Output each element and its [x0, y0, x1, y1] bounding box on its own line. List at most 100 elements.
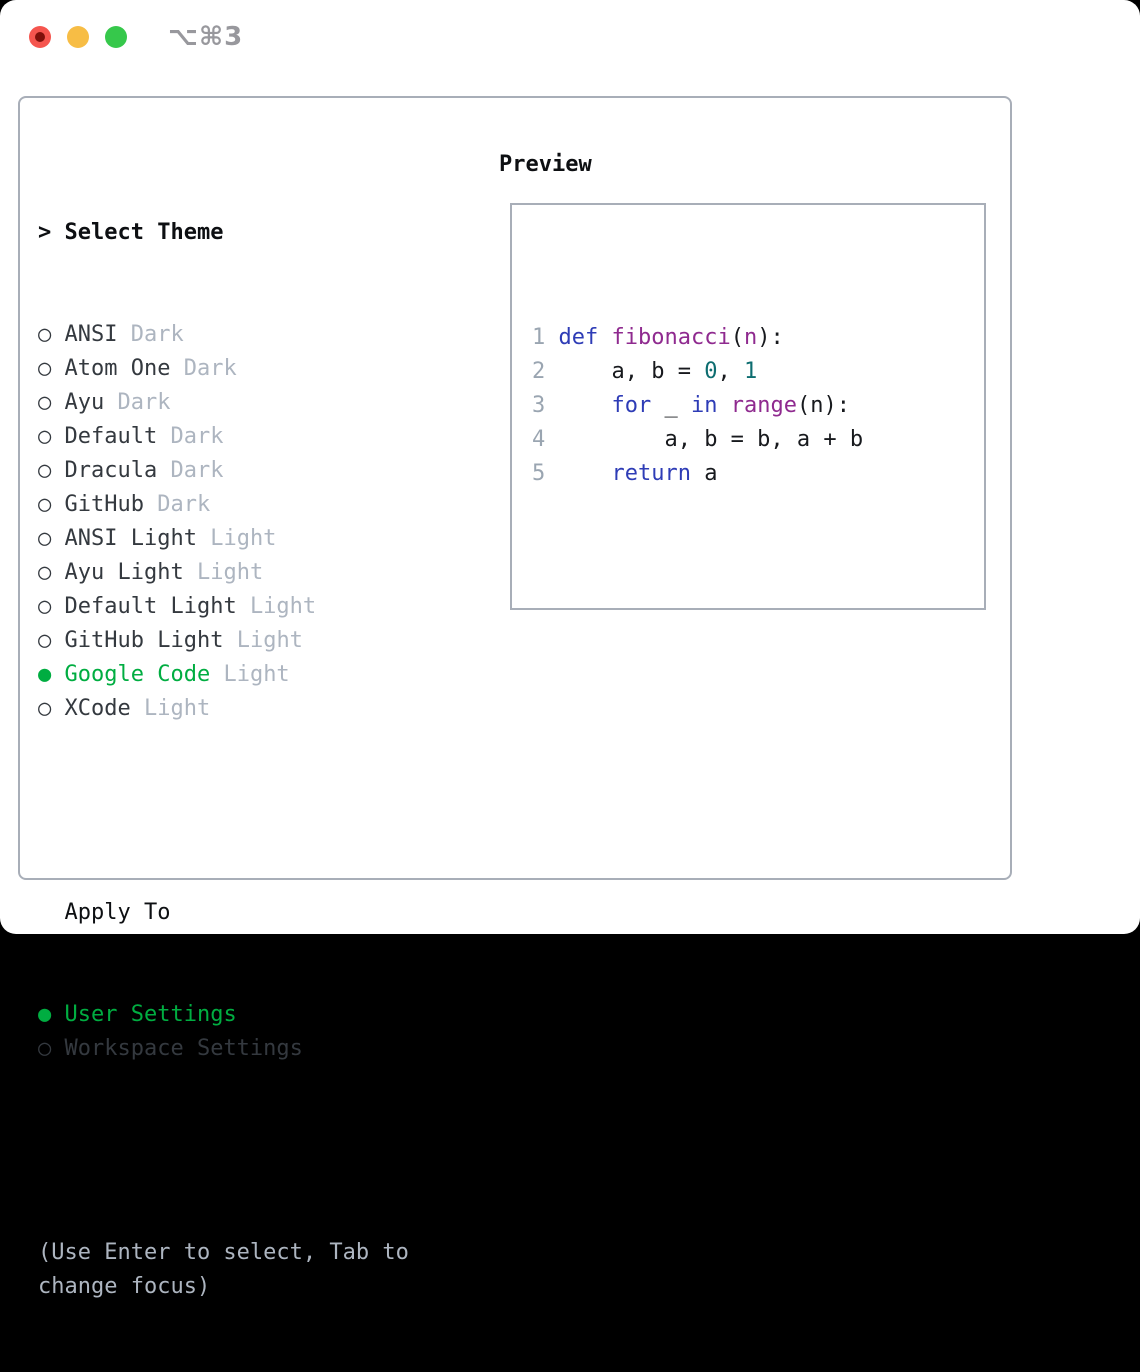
code-line: 3 for _ in range(n):: [532, 389, 984, 423]
code-line: 5 return a: [532, 457, 984, 491]
code-token: for: [611, 393, 651, 418]
theme-name: Dracula: [65, 458, 158, 483]
code-token: range: [731, 393, 797, 418]
theme-variant: Light: [237, 628, 303, 653]
code-token: [559, 393, 612, 418]
code-token: n: [744, 325, 757, 350]
theme-variant: Light: [210, 526, 276, 551]
apply-to-list: ● User Settings○ Workspace Settings: [38, 998, 409, 1066]
titlebar: ⌥⌘3: [0, 0, 1140, 74]
code-token: 1: [744, 359, 757, 384]
minimize-button[interactable]: [67, 26, 89, 48]
line-number: 5: [532, 461, 545, 486]
theme-name: Default: [65, 424, 158, 449]
theme-name: GitHub Light: [65, 628, 224, 653]
theme-name: GitHub: [65, 492, 144, 517]
code-line: 1 def fibonacci(n):: [532, 321, 984, 355]
line-number: 4: [532, 427, 545, 452]
theme-name: ANSI Light: [65, 526, 197, 551]
theme-name: XCode: [65, 696, 131, 721]
theme-option[interactable]: ○ ANSI Dark: [38, 318, 409, 352]
radio-icon: ○: [38, 1036, 51, 1061]
radio-icon: ○: [38, 594, 51, 619]
code-token: [559, 461, 612, 486]
help-line: (Use Enter to select, Tab to: [38, 1236, 409, 1270]
theme-variant: Dark: [170, 458, 223, 483]
prompt-icon: >: [38, 220, 51, 245]
theme-option[interactable]: ○ XCode Light: [38, 692, 409, 726]
code-token: def: [559, 325, 599, 350]
code-token: a: [691, 461, 718, 486]
radio-icon: ○: [38, 322, 51, 347]
apply-option[interactable]: ○ Workspace Settings: [38, 1032, 409, 1066]
theme-option[interactable]: ○ Default Light Light: [38, 590, 409, 624]
help-line: change focus): [38, 1270, 409, 1304]
radio-icon: ○: [38, 628, 51, 653]
theme-variant: Light: [144, 696, 210, 721]
code-token: _: [651, 393, 691, 418]
theme-option[interactable]: ○ GitHub Dark: [38, 488, 409, 522]
theme-option[interactable]: ○ Atom One Dark: [38, 352, 409, 386]
apply-option-label: User Settings: [65, 1002, 237, 1027]
theme-option[interactable]: ○ Ayu Dark: [38, 386, 409, 420]
spacer: [38, 1134, 409, 1168]
line-number: 1: [532, 325, 545, 350]
theme-option[interactable]: ○ Ayu Light Light: [38, 556, 409, 590]
theme-option[interactable]: ○ Default Dark: [38, 420, 409, 454]
code-token: (: [731, 325, 744, 350]
theme-variant: Dark: [157, 492, 210, 517]
code-token: fibonacci: [612, 325, 731, 350]
theme-variant: Dark: [184, 356, 237, 381]
code-token: ,: [717, 359, 744, 384]
apply-to-label: Apply To: [65, 900, 171, 925]
radio-icon: ○: [38, 492, 51, 517]
spacer: [38, 794, 409, 828]
theme-name: Ayu: [65, 390, 105, 415]
apply-to-header: Apply To: [38, 896, 409, 930]
radio-icon: ○: [38, 526, 51, 551]
apply-option[interactable]: ● User Settings: [38, 998, 409, 1032]
theme-selector: > Select Theme ○ ANSI Dark○ Atom One Dar…: [38, 148, 409, 1372]
radio-icon: ○: [38, 356, 51, 381]
theme-option[interactable]: ● Google Code Light: [38, 658, 409, 692]
code-line: 2 a, b = 0, 1: [532, 355, 984, 389]
code-token: a, b =: [559, 359, 705, 384]
line-number: 2: [532, 359, 545, 384]
theme-name: Default Light: [65, 594, 237, 619]
theme-variant: Dark: [131, 322, 184, 347]
maximize-button[interactable]: [105, 26, 127, 48]
theme-name: Ayu Light: [65, 560, 184, 585]
code-token: [717, 393, 730, 418]
theme-variant: Light: [223, 662, 289, 687]
line-number: 3: [532, 393, 545, 418]
theme-option[interactable]: ○ GitHub Light Light: [38, 624, 409, 658]
radio-selected-icon: ●: [38, 1002, 51, 1027]
radio-icon: ○: [38, 458, 51, 483]
theme-variant: Dark: [170, 424, 223, 449]
theme-variant: Dark: [118, 390, 171, 415]
theme-option[interactable]: ○ ANSI Light Light: [38, 522, 409, 556]
theme-list: ○ ANSI Dark○ Atom One Dark○ Ayu Dark○ De…: [38, 318, 409, 726]
record-dot-icon: [35, 32, 45, 42]
code-token: 0: [704, 359, 717, 384]
code-token: (n):: [797, 393, 850, 418]
theme-picker-panel: > Select Theme ○ ANSI Dark○ Atom One Dar…: [18, 96, 1012, 880]
theme-option[interactable]: ○ Dracula Dark: [38, 454, 409, 488]
preview-title: Preview: [499, 148, 592, 182]
radio-icon: ○: [38, 390, 51, 415]
code-token: ):: [757, 325, 784, 350]
apply-option-label: Workspace Settings: [65, 1036, 303, 1061]
select-theme-label: Select Theme: [65, 220, 224, 245]
theme-name: ANSI: [65, 322, 118, 347]
code-line: 4 a, b = b, a + b: [532, 423, 984, 457]
radio-icon: ○: [38, 696, 51, 721]
theme-name: Google Code: [65, 662, 211, 687]
app-window: ⌥⌘3 > Select Theme ○ ANSI Dark○ Atom One…: [0, 0, 1140, 934]
close-button[interactable]: [29, 26, 51, 48]
theme-name: Atom One: [65, 356, 171, 381]
theme-variant: Light: [250, 594, 316, 619]
spacer: [532, 559, 984, 593]
